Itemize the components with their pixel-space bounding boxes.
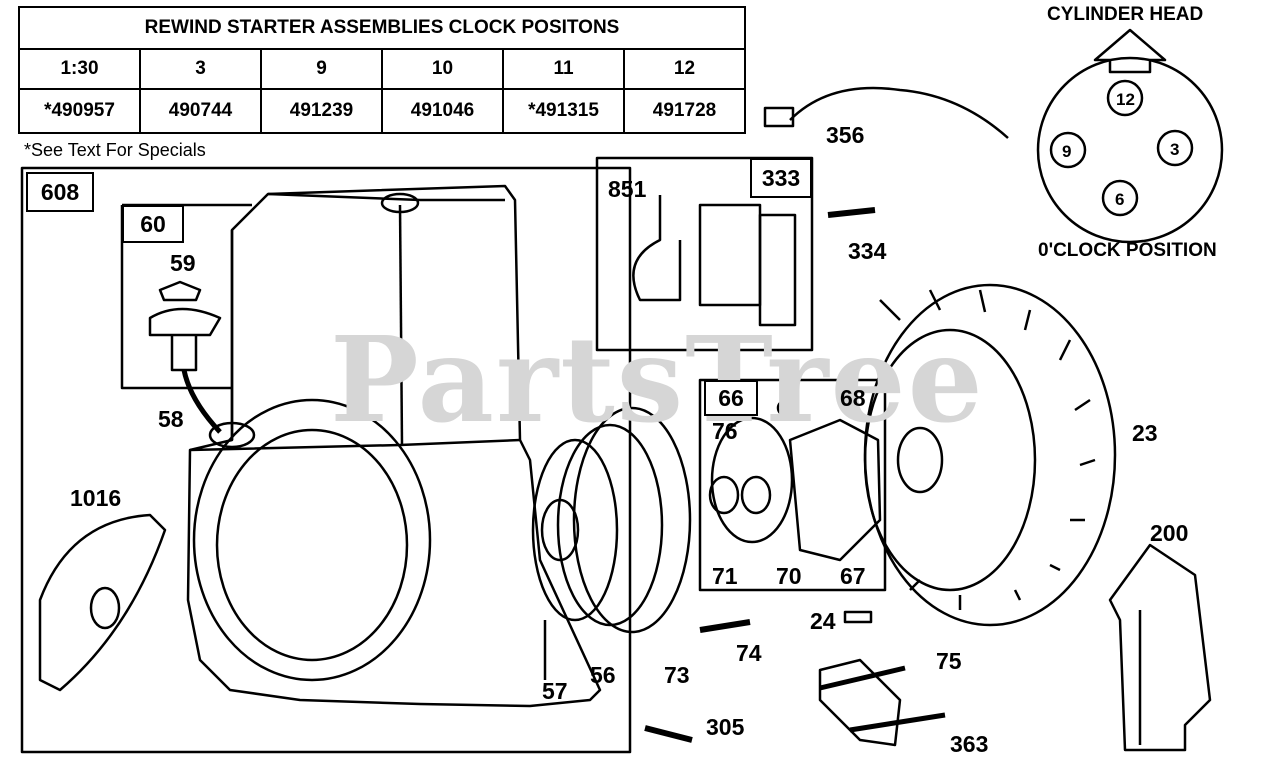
assembly-66-frame: [698, 378, 887, 592]
table-row-positions: 1:30 3 9 10 11 12: [20, 50, 744, 90]
part-label-23: 23: [1132, 420, 1158, 446]
clock-3: 3: [1170, 140, 1180, 159]
part-label-356: 356: [826, 122, 865, 148]
part-number-cell: 490744: [141, 90, 262, 132]
assembly-608-frame: [20, 166, 632, 754]
clock-9: 9: [1062, 142, 1072, 161]
starter-pulley-shape: [572, 406, 692, 634]
part-label-71: 71: [712, 563, 738, 589]
position-cell: 11: [504, 50, 625, 88]
clock-6: 6: [1115, 190, 1125, 209]
part-label-74: 74: [736, 640, 762, 666]
position-cell: 3: [141, 50, 262, 88]
part-label-76: 76: [712, 418, 738, 444]
part-label-56: 56: [590, 662, 616, 688]
cylinder-head-label: CYLINDER HEAD: [1047, 4, 1204, 25]
part-number-cell: *491315: [504, 90, 625, 132]
part-label-24: 24: [810, 608, 836, 634]
blower-housing-shape: [186, 184, 602, 708]
specials-note: *See Text For Specials: [24, 140, 206, 160]
part-label-73: 73: [664, 662, 690, 688]
part-label-58: 58: [158, 406, 184, 432]
table-title: REWIND STARTER ASSEMBLIES CLOCK POSITONS: [20, 8, 744, 50]
part-label-68: 68: [840, 385, 866, 411]
clock-position-label: 0'CLOCK POSITION: [1038, 240, 1217, 261]
clock-positions-table: REWIND STARTER ASSEMBLIES CLOCK POSITONS…: [18, 6, 746, 134]
part-label-75: 75: [936, 648, 962, 674]
part-label-334: 334: [848, 238, 887, 264]
watermark: PartsTree: [330, 310, 985, 449]
part-number-cell: *490957: [20, 90, 141, 132]
assembly-333-frame: [595, 156, 814, 352]
part-label-1016: 1016: [70, 485, 122, 511]
part-label-363: 363: [950, 731, 989, 757]
assembly-label-66: 66: [704, 380, 758, 416]
part-label-851: 851: [608, 176, 647, 202]
part-number-cell: 491239: [262, 90, 383, 132]
assembly-label-608: 608: [26, 172, 94, 212]
position-cell: 1:30: [20, 50, 141, 88]
part-label-67: 67: [840, 563, 866, 589]
position-cell: 12: [673, 58, 696, 79]
part-number-cell: 491046: [383, 90, 504, 132]
part-label-305: 305: [706, 714, 745, 740]
part-label-59: 59: [170, 250, 196, 276]
part-label-70: 70: [776, 563, 802, 589]
clock-12: 12: [1116, 90, 1135, 109]
table-row-part-numbers: *490957 490744 491239 491046 *491315 491…: [20, 90, 744, 132]
rope-hole: [208, 421, 256, 449]
position-cell: 10: [383, 50, 504, 88]
part-label-57: 57: [542, 678, 568, 704]
part-label-200: 200: [1150, 520, 1189, 546]
clock-circle: [1036, 56, 1224, 244]
assembly-label-60: 60: [122, 205, 184, 243]
part-number-cell: 491728: [652, 100, 717, 121]
brake-200-shape: [1108, 543, 1212, 752]
screen-1016-shape: [38, 513, 167, 692]
assembly-label-333: 333: [750, 158, 812, 198]
position-cell: 9: [262, 50, 383, 88]
